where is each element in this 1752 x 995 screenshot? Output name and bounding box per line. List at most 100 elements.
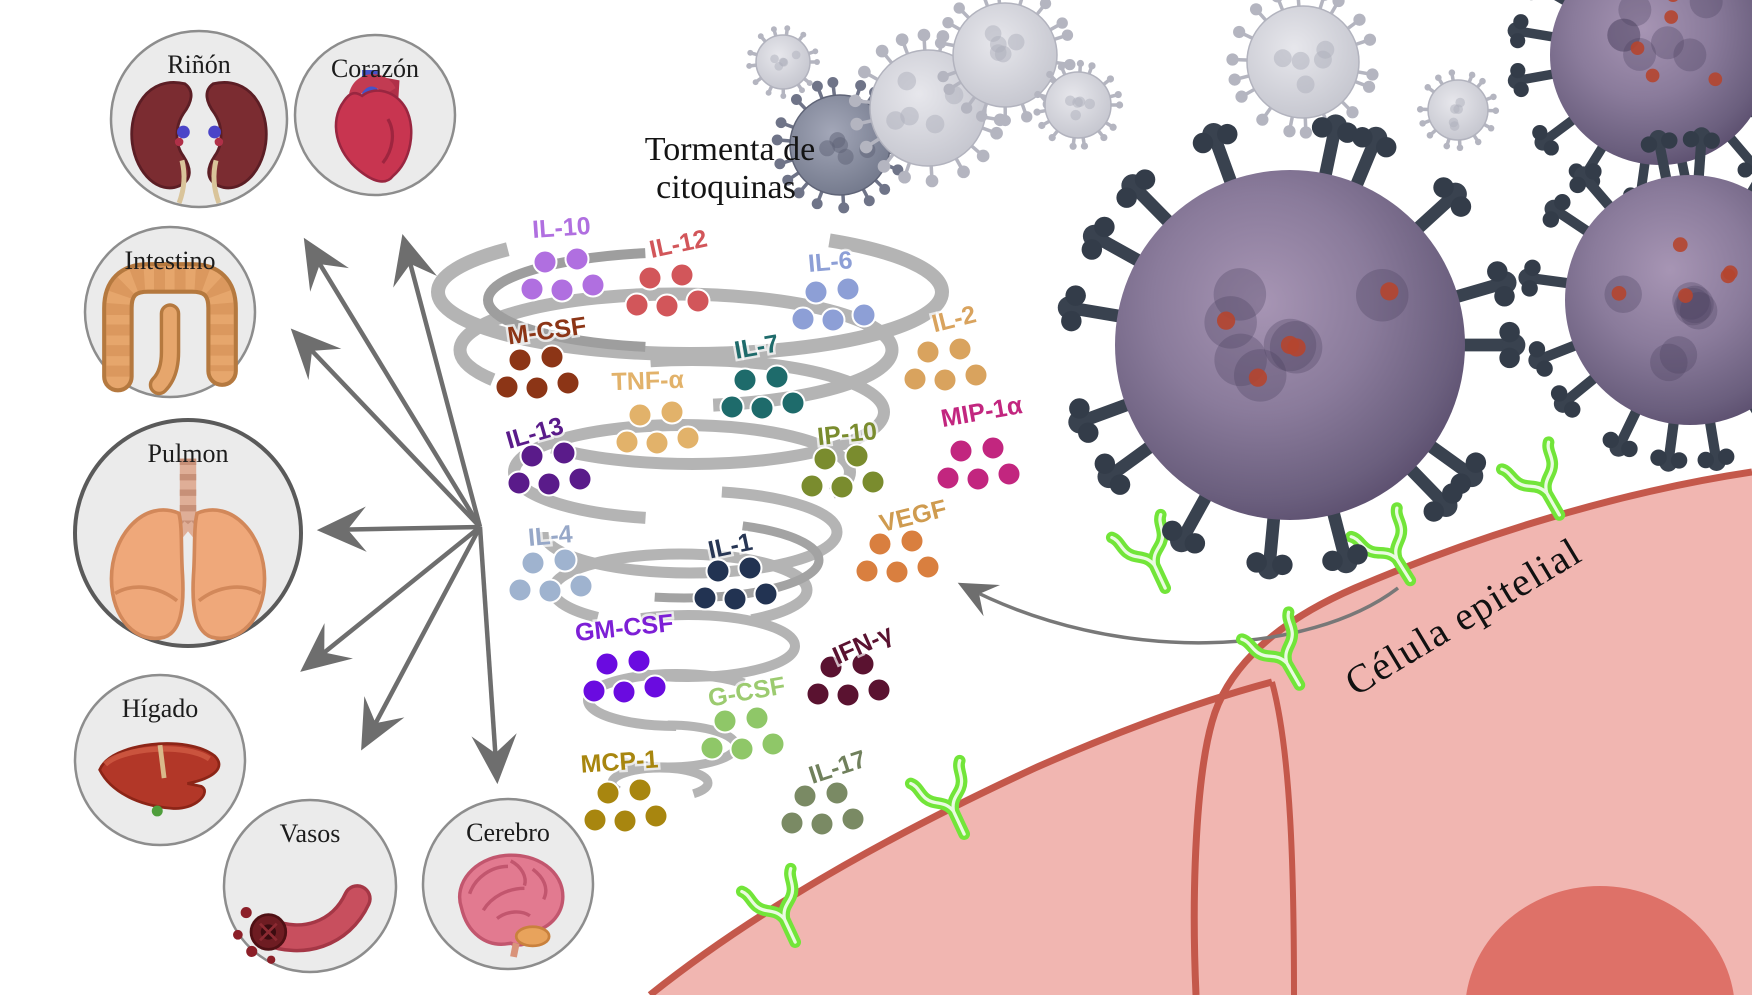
cytokine-dots (935, 435, 1022, 492)
epithelial-cell-left (650, 682, 1294, 995)
cytokine-dot (627, 777, 653, 803)
cytokine-dot (719, 394, 745, 420)
cytokine-dot (732, 367, 758, 393)
coronavirus-icon (934, 0, 1076, 127)
cell-nucleus (1466, 886, 1734, 995)
figure-title-line1: Tormenta de (645, 131, 815, 168)
cytokine-dot (699, 735, 725, 761)
cytokine-dot (829, 474, 855, 500)
cytokine-dot (737, 555, 763, 581)
cytokine-dot (753, 581, 779, 607)
cytokine-dot (494, 374, 520, 400)
cytokine-dot (844, 443, 870, 469)
cytokine-dot (866, 677, 892, 703)
cytokine-dots (790, 276, 877, 333)
cytokine-IL-13: IL-13 (500, 409, 593, 497)
cytokine-dot (580, 272, 606, 298)
cytokine-IL-10: IL-10 (519, 210, 606, 303)
cytokine-dot (809, 811, 835, 837)
cytokine-dot (582, 807, 608, 833)
cytokine-dot (611, 679, 637, 705)
cytokine-dots (519, 246, 606, 303)
cytokine-dots (624, 262, 711, 319)
cytokine-dot (555, 370, 581, 396)
cytokine-dot (539, 344, 565, 370)
cytokine-dot (722, 586, 748, 612)
cytokine-dots (614, 399, 701, 456)
organ-intestino: Intestino (83, 225, 257, 397)
sars-cov2-virus-icon (1057, 114, 1526, 580)
cell-membrane (647, 678, 1273, 995)
cytokine-dot (867, 531, 893, 557)
arrow-to-organ (290, 328, 482, 529)
cytokine-M-CSF: M-CSF (494, 309, 591, 401)
organ-label: Riñón (167, 50, 231, 79)
organ-arrows (290, 234, 517, 785)
cytokine-dot (965, 466, 991, 492)
cytokine-dots (805, 651, 892, 708)
cytokine-dot (884, 559, 910, 585)
cytokine-dot (835, 682, 861, 708)
cytokine-label: IL-12 (647, 224, 710, 264)
cytokine-dots (692, 555, 779, 612)
cytokine-dot (932, 367, 958, 393)
cytokine-label: MIP-1α (939, 391, 1025, 433)
cytokine-dot (712, 708, 738, 734)
cytokine-IP-10: IP-10 (799, 414, 886, 500)
coronavirus-icon (1033, 59, 1124, 150)
cytokine-IL-17: IL-17 (779, 743, 872, 837)
cytokine-dot (675, 425, 701, 451)
cytokine-label: IL-6 (807, 246, 854, 278)
cytokine-dot (705, 558, 731, 584)
cytokine-dot (637, 265, 663, 291)
organ-higado: Hígado (73, 673, 247, 847)
cytokine-dot (835, 276, 861, 302)
sars-cov2-virus-icon (1518, 127, 1752, 472)
cytokine-dot (624, 292, 650, 318)
arrow-to-organ (303, 237, 482, 529)
cytokine-dot (799, 473, 825, 499)
organ-vasos: Vasos (224, 798, 398, 972)
cytokine-dot (537, 578, 563, 604)
cytokine-dot (764, 364, 790, 390)
cytokine-IFN-γ: IFN-γ (805, 617, 900, 708)
cytokine-dot (790, 306, 816, 332)
organ-corazon: Corazón (293, 33, 457, 197)
cytokine-dot (851, 302, 877, 328)
cytokine-MCP-1: MCP-1 (577, 743, 669, 834)
cytokine-IL-6: IL-6 (790, 244, 877, 333)
cytokine-dot (744, 705, 770, 731)
cytokine-TNF-α: TNF-α (609, 363, 701, 456)
cytokine-IL-1: IL-1 (692, 525, 779, 612)
cytokine-dot (644, 430, 670, 456)
cytokine-G-CSF: G-CSF (699, 669, 790, 762)
cytokine-dot (899, 528, 925, 554)
cytokine-dots (582, 777, 669, 834)
cytokine-dot (519, 443, 545, 469)
cytokine-dot (854, 558, 880, 584)
organ-cerebro: Cerebro (421, 797, 595, 971)
cytokine-dot (963, 362, 989, 388)
cytokine-dot (996, 461, 1022, 487)
organ-label: Corazón (331, 54, 419, 83)
cytokine-dots (699, 705, 786, 762)
cytokine-label: IP-10 (816, 417, 878, 451)
cytokine-MIP-1α: MIP-1α (935, 389, 1028, 492)
cytokine-dots (719, 364, 806, 421)
cytokine-dot (820, 307, 846, 333)
cytokine-dot (805, 681, 831, 707)
cell-to-tornado-arrow (957, 582, 1400, 645)
arrow-to-organ (300, 525, 482, 672)
cytokine-dot (947, 336, 973, 362)
cytokine-dot (760, 731, 786, 757)
cytokine-dot (612, 808, 638, 834)
cytokine-GM-CSF: GM-CSF (571, 606, 677, 705)
figure-title-line2: citoquinas (656, 169, 796, 206)
cytokine-dot (520, 550, 546, 576)
cytokine-dot (792, 783, 818, 809)
cytokine-dot (812, 446, 838, 472)
cytokine-dot (626, 648, 652, 674)
cytokine-dots (779, 780, 866, 837)
cytokine-VEGF: VEGF (854, 492, 952, 585)
